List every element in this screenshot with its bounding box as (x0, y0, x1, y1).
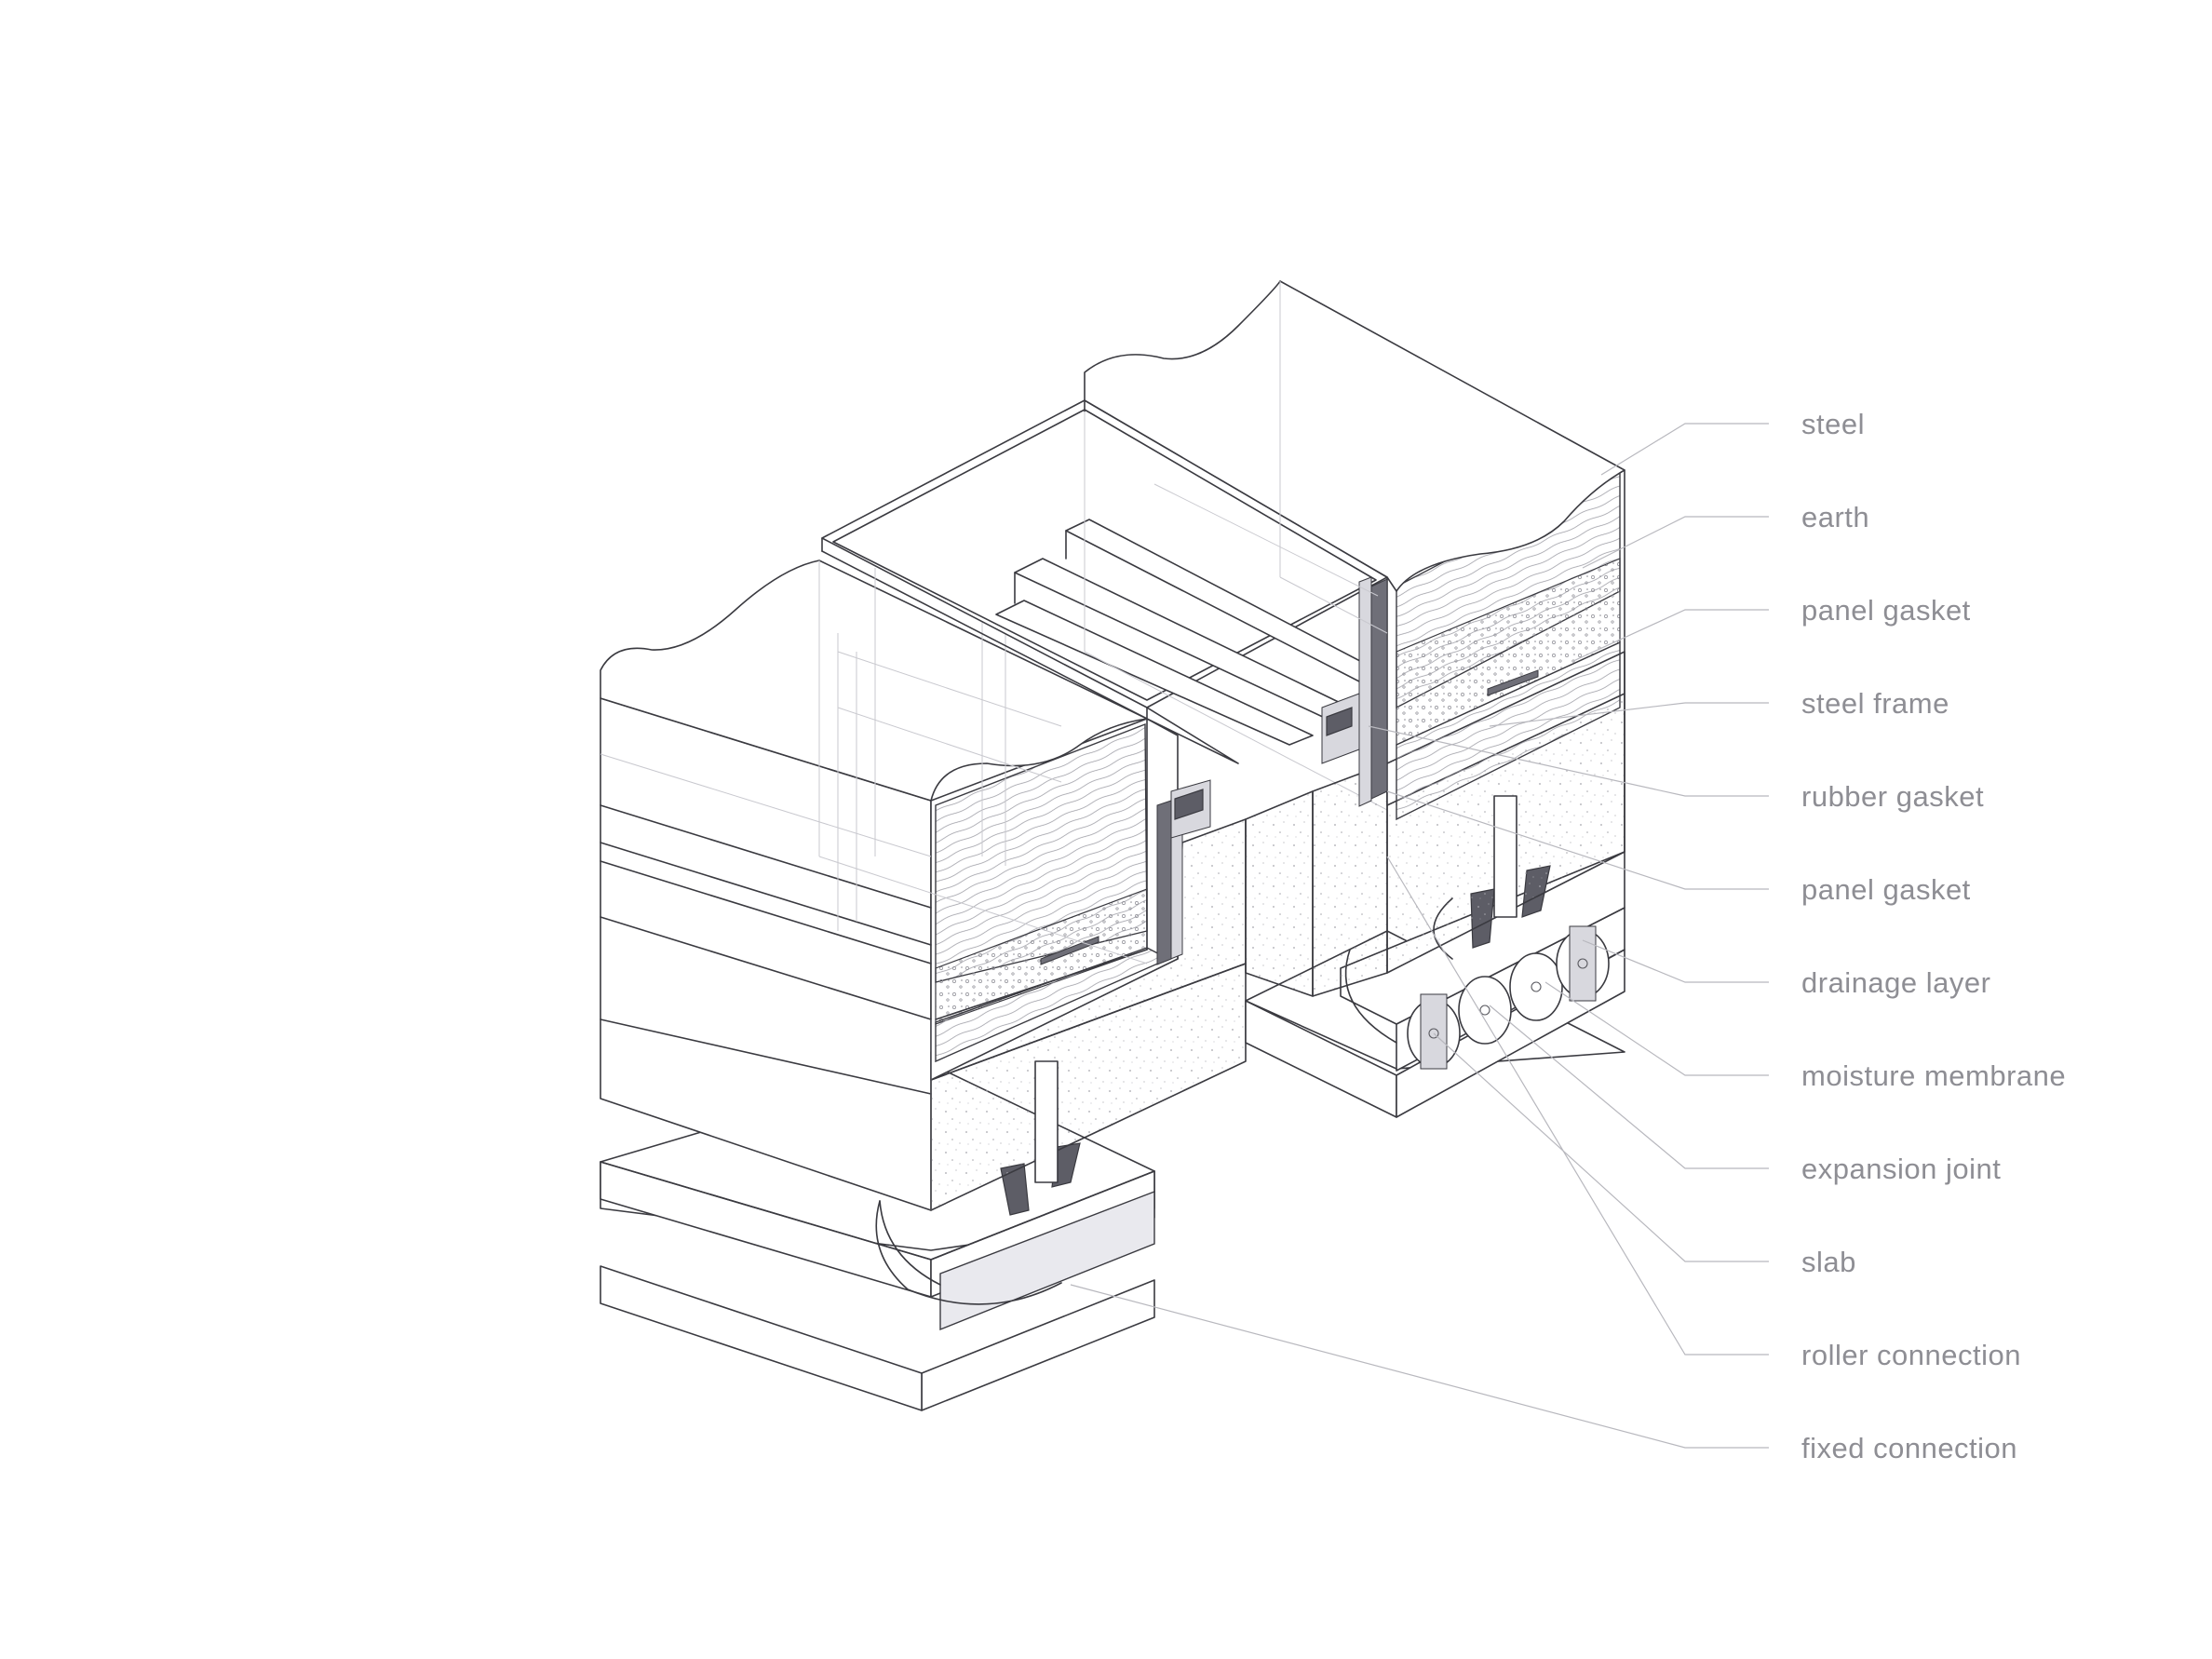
label-panel-gasket-1: panel gasket (1801, 594, 1971, 627)
leader-lines (1070, 423, 1769, 1449)
label-moisture-membrane: moisture membrane (1801, 1059, 2066, 1092)
label-slab: slab (1801, 1246, 1856, 1278)
right-module (1084, 280, 1625, 1118)
label-steel: steel (1801, 408, 1865, 440)
label-steel-frame: steel frame (1801, 687, 1949, 720)
right-box (1084, 280, 1625, 997)
left-module (600, 549, 1247, 1411)
roller-row (1407, 925, 1610, 1070)
label-expansion-joint: expansion joint (1801, 1153, 2001, 1185)
label-list: steel earth panel gasket steel frame rub… (1801, 408, 2066, 1464)
label-earth: earth (1801, 501, 1869, 533)
label-rubber-gasket: rubber gasket (1801, 780, 1984, 813)
label-panel-gasket-2: panel gasket (1801, 873, 1971, 906)
left-box (600, 560, 1247, 1211)
label-drainage-layer: drainage layer (1801, 966, 1990, 999)
label-roller-connection: roller connection (1801, 1339, 2021, 1371)
label-fixed-connection: fixed connection (1801, 1432, 2017, 1464)
